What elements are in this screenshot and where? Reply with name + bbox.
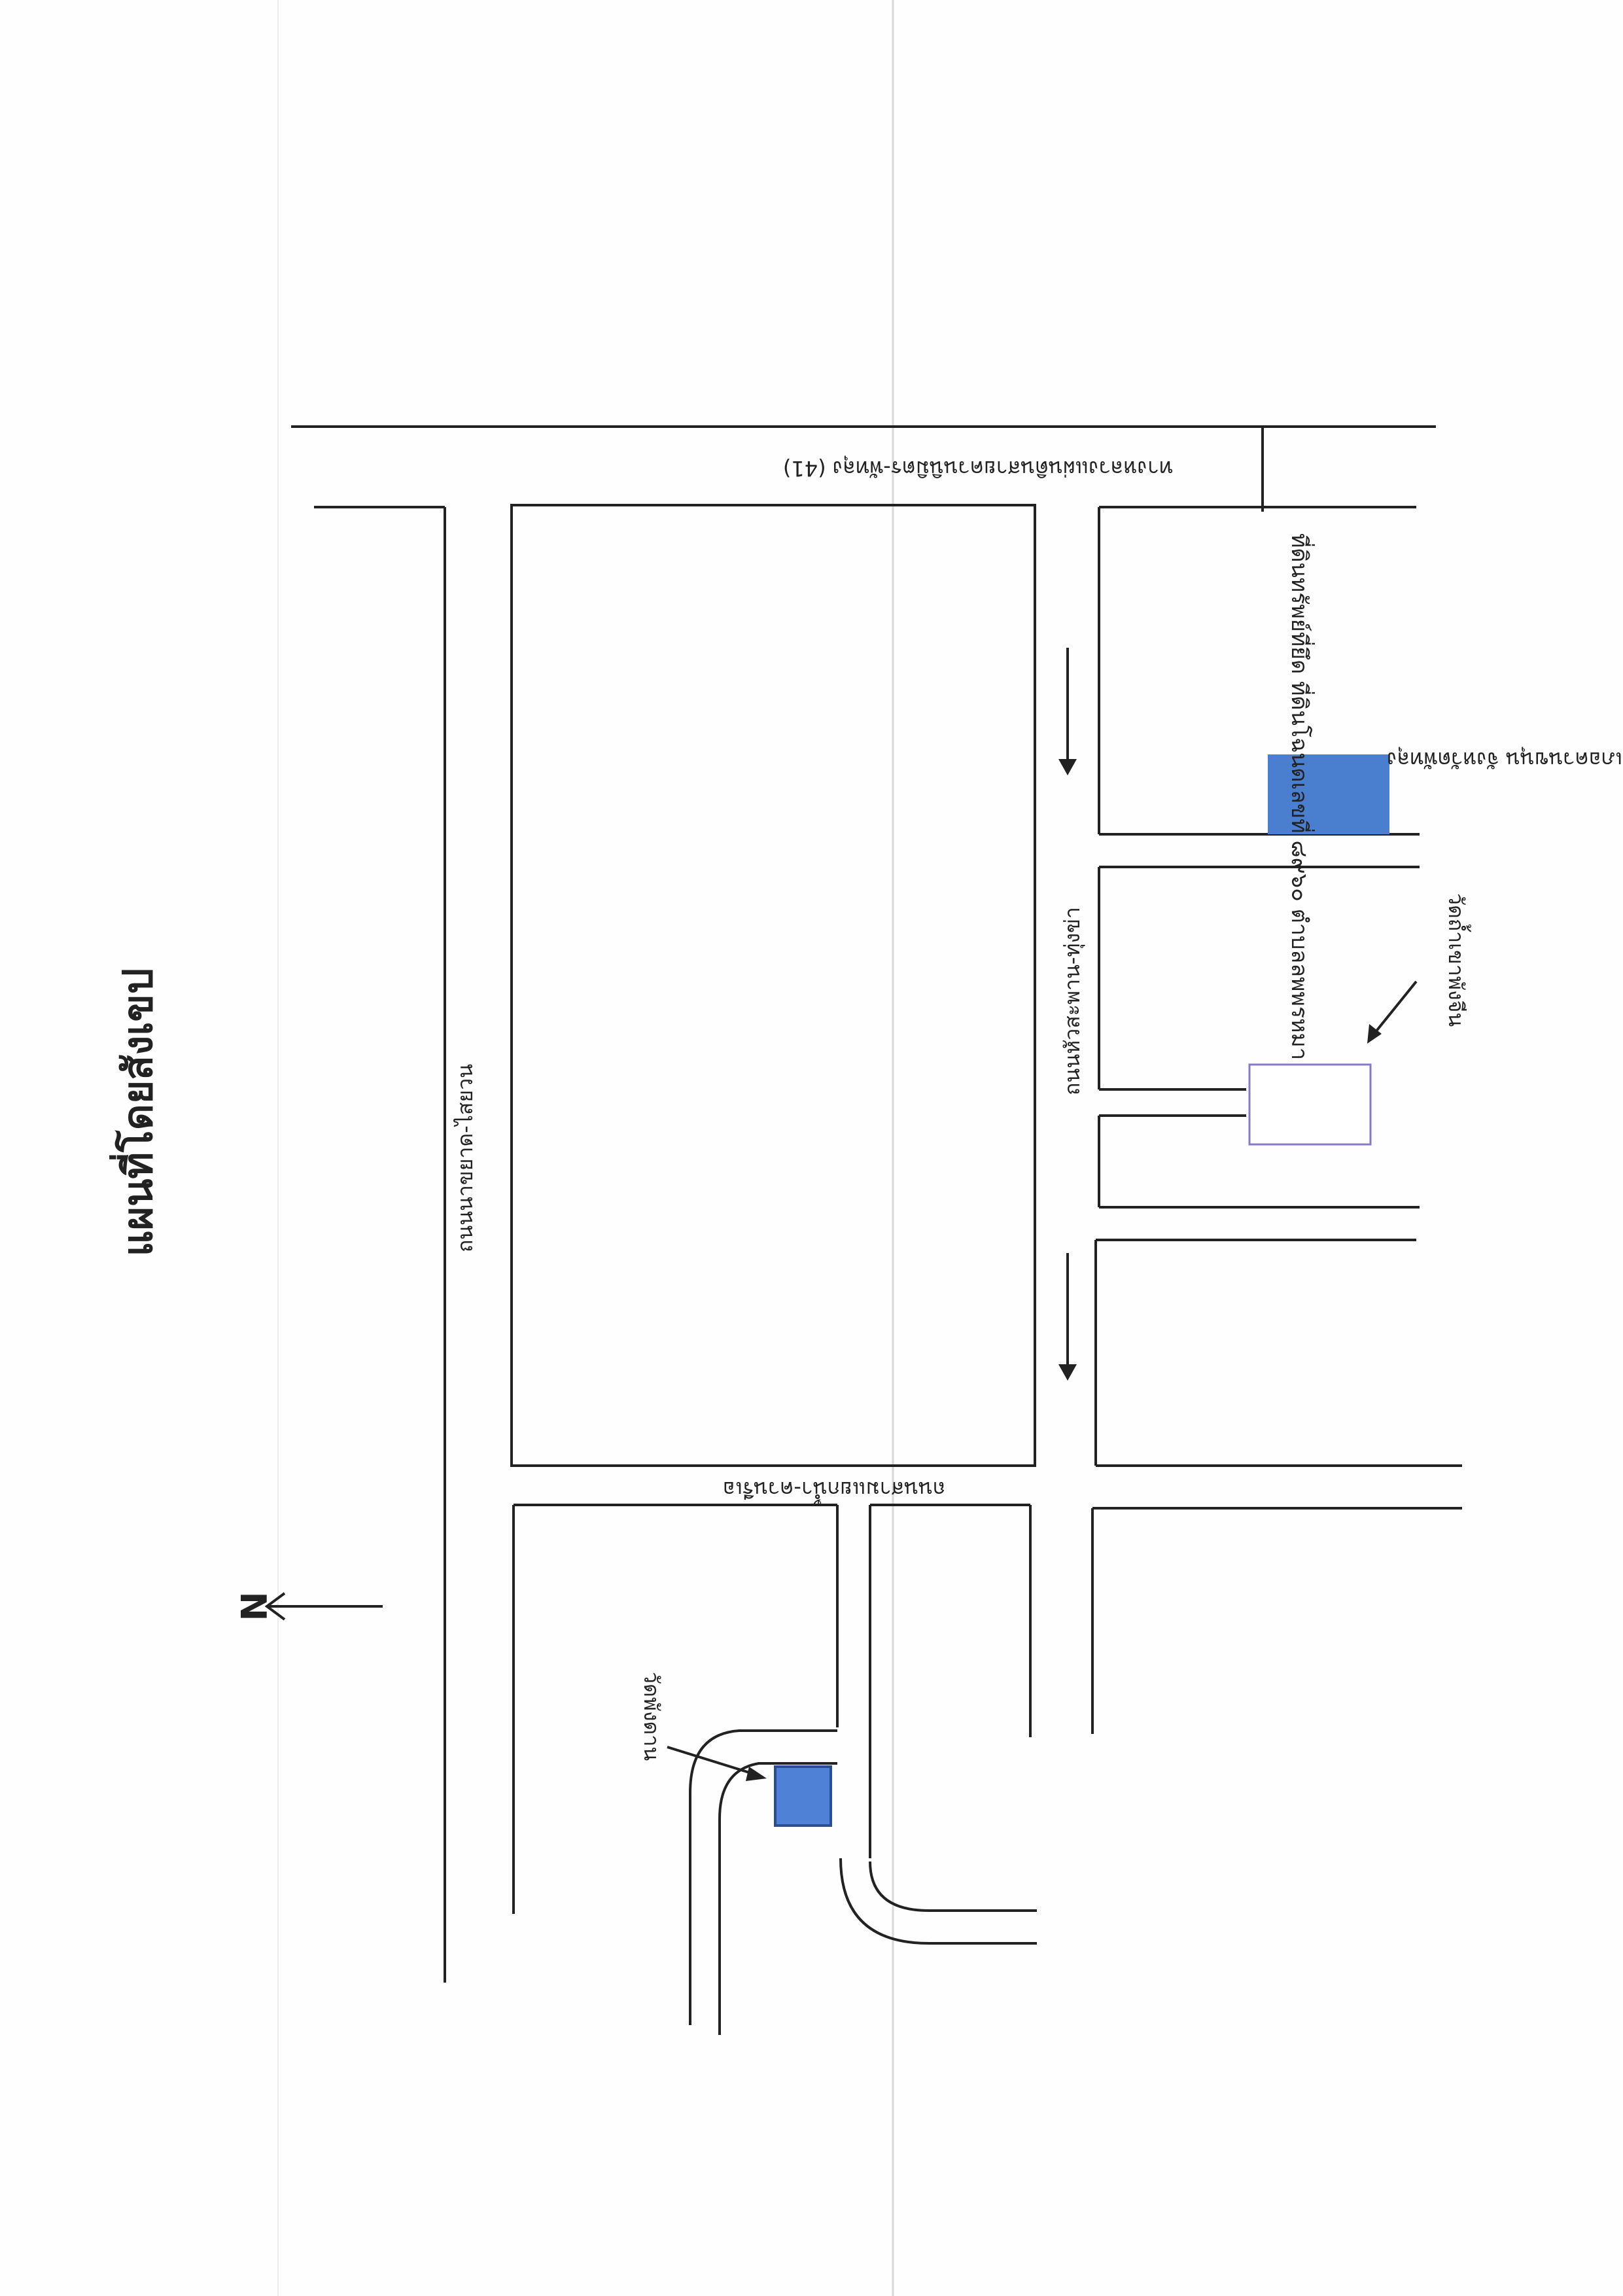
arrow-head-icon (1367, 1024, 1382, 1044)
road-song-sala-label: ถนนสามแยกน้ำ-ควนรีเอ (723, 1477, 945, 1504)
temple-south-marker (774, 1765, 832, 1827)
temple-south-label: วัดพังดาน (639, 1672, 664, 1761)
highway-label: ทางหลวงแผ่นดินสายควนนิมิตร-พัทลุง (41) (783, 455, 1173, 481)
temple-north-marker (1248, 1063, 1372, 1146)
temple-north-label: วัดถ้ำเขาพังจีน (1444, 893, 1471, 1027)
temple-north-pointer (1371, 980, 1418, 1037)
north-arrow-head-icon (264, 1592, 286, 1621)
arrow-down-icon (1058, 759, 1077, 775)
north-label: N (232, 1591, 273, 1621)
subject-property-marker (1268, 754, 1389, 834)
curved-road-edge (689, 1729, 837, 2025)
road-yang-yao-label: ถนนนาขยาด-ไสยวน (453, 1064, 478, 1252)
map-title: แผนที่โดยสังเขป (109, 968, 162, 1256)
curved-road-edge (839, 1858, 1037, 1945)
curved-road-edge (718, 1762, 837, 2035)
road-hua-tang-label: ถนนหัวสะพาน-ทุ่งข่า (1060, 907, 1085, 1095)
arrow-head-icon (746, 1767, 767, 1781)
subject-property-label: ที่ดินทรัพย์ที่ยึด ที่ดินโฉนดเลขที่ ๘๙๖๐… (1286, 533, 1315, 1060)
temple-south-pointer (667, 1746, 756, 1776)
subject-property-label-2: อำเภอควนขนุน จังหวัดพัทลุง (1387, 747, 1623, 772)
arrow-down-icon (1058, 1364, 1077, 1381)
curved-road-edge (869, 1861, 1037, 1912)
city-block (510, 504, 1036, 1467)
